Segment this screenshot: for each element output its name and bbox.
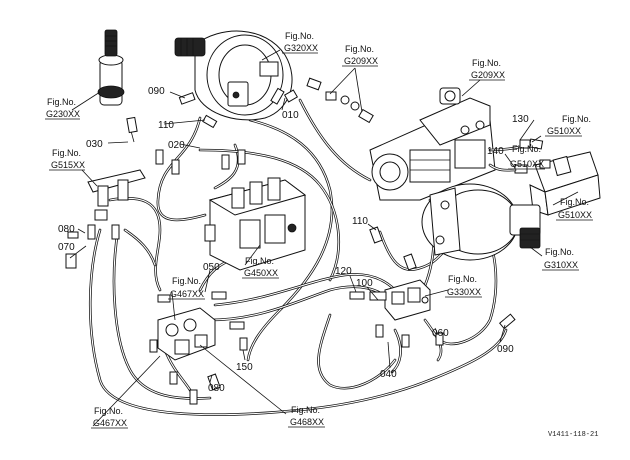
svg-text:G450XX: G450XX <box>244 268 278 278</box>
fig-label-g515: Fig.No. G515XX <box>49 148 85 171</box>
svg-text:G510XX: G510XX <box>510 159 544 169</box>
part-number-120: 120 <box>335 266 352 277</box>
drive-motor-g320 <box>174 30 293 121</box>
svg-text:G467XX: G467XX <box>93 418 127 428</box>
fig-label-g450: Fig.No. G450XX <box>242 256 279 279</box>
part-number-050: 050 <box>203 262 220 273</box>
svg-text:Fig.No.: Fig.No. <box>94 406 123 416</box>
manifold-bracket-g515 <box>87 169 146 221</box>
svg-text:G209XX: G209XX <box>471 70 505 80</box>
part-number-080-lower: 080 <box>208 383 225 394</box>
svg-text:G510XX: G510XX <box>547 126 581 136</box>
part-number-070: 070 <box>58 242 75 253</box>
svg-text:Fig.No.: Fig.No. <box>472 58 501 68</box>
fig-label-g468: Fig.No. G468XX <box>288 405 325 428</box>
valve-assembly-g330 <box>369 279 431 321</box>
leader-lines <box>69 49 579 427</box>
fig-number-labels: Fig.No. G230XX Fig.No. G320XX Fig.No. G2… <box>45 31 593 429</box>
fig-label-g209b: Fig.No. G209XX <box>469 58 505 81</box>
part-number-020: 020 <box>168 140 185 151</box>
svg-text:G467XX: G467XX <box>170 289 204 299</box>
hydraulic-pump-g209 <box>369 87 496 201</box>
fig-label-g209a: Fig.No. G209XX <box>342 44 378 67</box>
hose-end-fittings <box>65 87 551 405</box>
diagram-code: V1411-118-21 <box>548 431 598 439</box>
svg-text:Fig.No.: Fig.No. <box>285 31 314 41</box>
fig-label-g467b: Fig.No. G467XX <box>91 406 128 429</box>
part-number-040: 040 <box>380 369 397 380</box>
fig-label-g310: Fig.No. G310XX <box>542 247 579 271</box>
valve-block-g467 <box>157 307 216 361</box>
part-number-090: 090 <box>148 86 165 97</box>
part-number-140: 140 <box>487 146 504 157</box>
part-number-130: 130 <box>512 114 529 125</box>
svg-text:Fig.No.: Fig.No. <box>345 44 374 54</box>
part-number-060: 060 <box>432 328 449 339</box>
part-number-090-right: 090 <box>497 344 514 355</box>
svg-text:G310XX: G310XX <box>544 260 578 270</box>
fig-label-g320: Fig.No. G320XX <box>282 31 318 54</box>
part-number-110: 110 <box>158 120 174 131</box>
svg-text:Fig.No.: Fig.No. <box>52 148 81 158</box>
hose-left-manifold-b <box>123 228 157 267</box>
drive-motor-g310 <box>421 183 541 261</box>
part-number-110-right: 110 <box>352 216 368 227</box>
svg-text:G320XX: G320XX <box>284 43 318 53</box>
hose-left-manifold-a <box>108 197 162 292</box>
svg-text:Fig.No.: Fig.No. <box>562 114 591 124</box>
svg-text:Fig.No.: Fig.No. <box>291 405 320 415</box>
hose-lower-to-040 <box>390 328 402 374</box>
part-number-labels: 090 110 010 030 020 130 140 080 070 110 … <box>58 86 529 394</box>
svg-text:G468XX: G468XX <box>290 417 324 427</box>
svg-text:Fig.No.: Fig.No. <box>245 256 274 266</box>
part-number-030: 030 <box>86 139 103 150</box>
svg-text:G330XX: G330XX <box>447 287 481 297</box>
part-number-010: 010 <box>282 110 299 121</box>
svg-text:G510XX: G510XX <box>558 210 592 220</box>
reservoir-cap-assembly <box>97 29 138 143</box>
svg-text:Fig.No.: Fig.No. <box>512 144 541 154</box>
fig-label-g467a: Fig.No. G467XX <box>168 276 205 300</box>
part-number-150: 150 <box>236 362 253 373</box>
control-valve-g450 <box>204 177 307 271</box>
fig-label-g510b: Fig.No. G510XX <box>508 144 545 170</box>
part-number-080: 080 <box>58 224 75 235</box>
svg-text:G515XX: G515XX <box>51 160 85 170</box>
fig-label-g510a: Fig.No. G510XX <box>545 114 591 137</box>
svg-text:Fig.No.: Fig.No. <box>448 274 477 284</box>
fig-label-g230: Fig.No. G230XX <box>45 97 80 120</box>
svg-text:G209XX: G209XX <box>344 56 378 66</box>
svg-text:G230XX: G230XX <box>46 109 80 119</box>
hose-to-pump <box>298 98 372 182</box>
svg-text:Fig.No.: Fig.No. <box>560 197 589 207</box>
fig-label-g330: Fig.No. G330XX <box>445 274 482 298</box>
hose-motor-down-a <box>156 116 207 222</box>
part-number-100: 100 <box>356 278 373 289</box>
svg-text:Fig.No.: Fig.No. <box>172 276 201 286</box>
svg-text:Fig.No.: Fig.No. <box>545 247 574 257</box>
fitting-group-010 <box>283 77 374 124</box>
fig-label-g510c: Fig.No. G510XX <box>556 197 593 221</box>
svg-text:Fig.No.: Fig.No. <box>47 97 76 107</box>
